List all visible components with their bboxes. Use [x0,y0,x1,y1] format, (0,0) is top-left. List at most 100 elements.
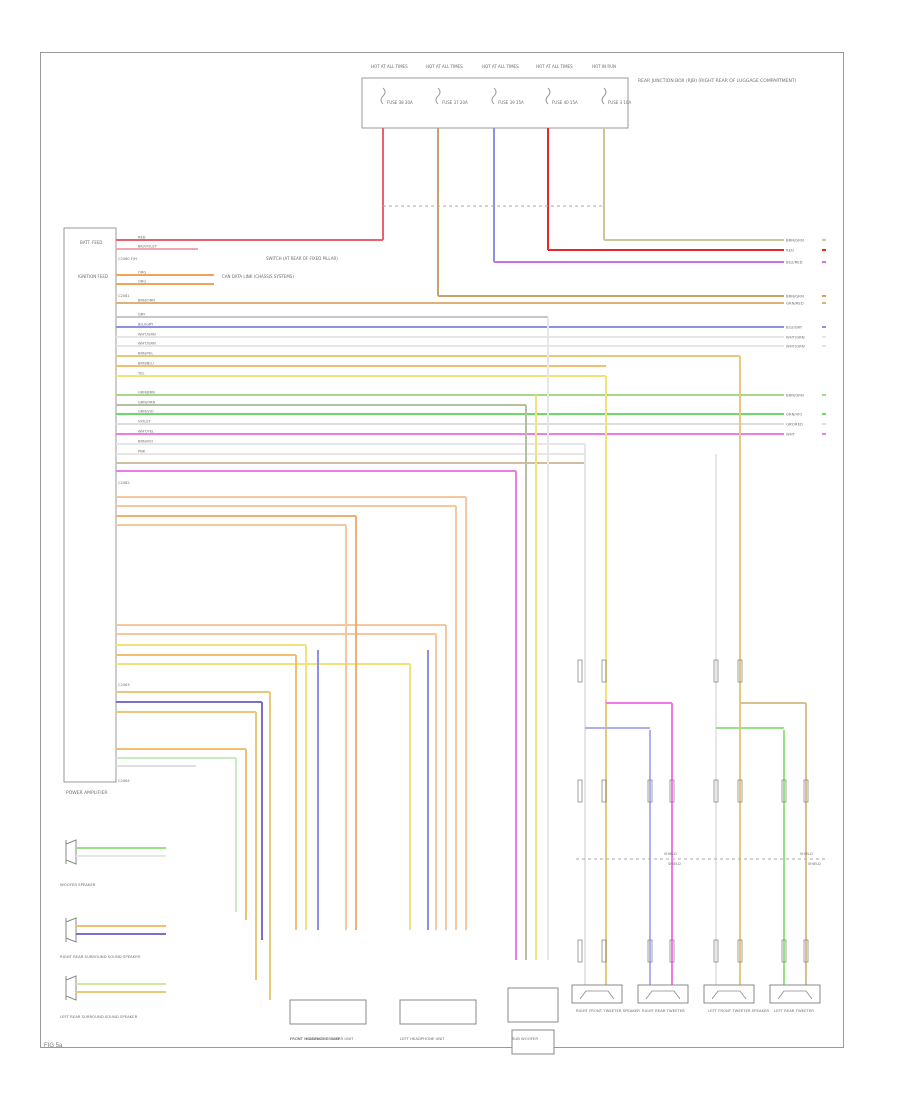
speaker-component [637,984,689,1004]
inline-connector [737,779,743,803]
inline-connector [577,779,583,803]
inline-connector [713,779,719,803]
right-tag-box [784,333,822,340]
component-label: RIGHT REAR TWEETER [642,1008,685,1013]
right-tag: BRN/GRN [786,393,804,398]
right-tag-box [784,246,822,253]
fuse-top-label: HOT AT ALL TIMES [536,64,573,69]
fuse-label: FUSE 3 10A [608,100,631,105]
speaker-cone [645,990,681,1000]
fuse-symbol [380,87,386,105]
wire-color-label: ORG [138,271,146,275]
wire-color-label: BK/VIOLET [138,245,158,249]
speaker-symbol [65,839,77,865]
inline-connector [647,779,653,803]
diagram-frame [40,52,844,1048]
speaker-component [703,984,755,1004]
wire-color-label: BRN/ORN [138,299,155,303]
inline-connector [669,939,675,963]
wire-color-label: GRY [138,313,146,317]
right-tag: GRN/VIO [786,412,802,417]
component-label: LEFT REAR SURROUND SOUND SPEAKER [60,1014,138,1019]
component-label: WOOFER SPEAKER [60,882,96,887]
inline-connector [737,659,743,683]
inline-connector [781,779,787,803]
switch-callout: SWITCH (AT REAR OF FIXED PILLAR) [266,256,338,261]
wire-color-label: ORG [138,280,146,284]
bottom-component-group: WOOFER SPEAKER RIGHT REAR SURROUND SOUND … [60,839,821,1055]
speaker-symbol [65,917,77,943]
shield-label: SHIELD [664,852,677,856]
right-tag: BRN/GRN [786,294,804,299]
right-tag-box [784,391,822,398]
inline-connector [803,779,809,803]
fuse-top-label: HOT IN RUN [592,64,616,69]
fuse-symbol [435,87,441,105]
right-tag: RED [786,248,794,253]
inline-connector [781,939,787,963]
fuse-label: FUSE 38 30A [387,100,413,105]
inline-connector [601,779,607,803]
inline-connector [577,659,583,683]
amp-connector-id: C2083 [118,683,130,687]
fuse-top-label: HOT AT ALL TIMES [482,64,519,69]
fuse-label: FUSE 37 20A [442,100,468,105]
speaker-cone [711,990,747,1000]
wire-color-label: BRN/BLU [138,362,154,366]
fuse-top-label: HOT AT ALL TIMES [371,64,408,69]
right-tag-box [784,342,822,349]
amplifier-name: POWER AMPLIFIER [66,790,108,796]
can-callout: CAN DATA LINK (CHASSIS SYSTEMS) [222,274,294,279]
amp-connector-id: C2080 F/H [118,257,137,261]
right-tag: GRN/RED [786,301,804,306]
component-label: LEFT REAR TWEETER [774,1008,814,1013]
right-tag: WHT/GRN [786,344,805,349]
speaker-component [571,984,623,1004]
right-tag-box [784,236,822,243]
component-label: SUB WOOFER [512,1036,538,1041]
speaker-component [769,984,821,1004]
inline-connector [647,939,653,963]
component-label: FRONT HEADPHONE LAMP [290,1036,341,1041]
inline-connector [601,939,607,963]
amp-connector-id: C2081 [118,294,130,298]
fuse-label: FUSE 39 15A [498,100,524,105]
component-label: RIGHT FRONT TWEETER SPEAKER [576,1008,640,1013]
fuse-top-label: HOT AT ALL TIMES [426,64,463,69]
right-tag-box [784,292,822,299]
shield-label: SHIELD [808,862,821,866]
wire-color-label: GRN/VIO [138,410,154,414]
inline-connector [577,939,583,963]
right-tag-box [784,258,822,265]
right-tag-group: BRN/GRNREDBLU/REDBRN/GRNGRN/REDBLU/GRYWH… [784,236,822,437]
wire-color-label: GRN/BRN [138,391,155,395]
amp-side-label-ign: IGNITION FEED [78,274,108,279]
wire-color-label: PNK [138,450,146,454]
wire-color-label: BLU/GRY [138,323,154,327]
wire-color-label: RED [138,236,146,240]
module-component [399,999,477,1025]
speaker-cone [579,990,615,1000]
speaker-symbol [65,975,77,1001]
component-label: RIGHT REAR SURROUND SOUND SPEAKER [60,954,140,959]
right-tag: WHT [786,432,796,437]
figure-id: FIG 5a [44,1043,63,1049]
shield-label: SHIELD [800,852,813,856]
wire-color-label: WHT/GRN [138,333,156,337]
power-amplifier [63,227,117,783]
right-tag-box [784,420,822,427]
right-tag: BRN/GRN [786,238,804,243]
fuse-symbol [545,87,551,105]
speaker-cone [777,990,813,1000]
wire-color-label: YEL [138,372,144,376]
right-tag-box [784,323,822,330]
inline-connector [737,939,743,963]
wire-color-label: BRN/YEL [138,352,153,356]
shield-label: SHIELD [668,862,681,866]
fuse-label: FUSE 40 15A [552,100,578,105]
inline-connector [601,659,607,683]
inline-connector [803,939,809,963]
fuse-box-note: REAR JUNCTION BOX (RJB) (RIGHT REAR OF L… [638,78,797,84]
